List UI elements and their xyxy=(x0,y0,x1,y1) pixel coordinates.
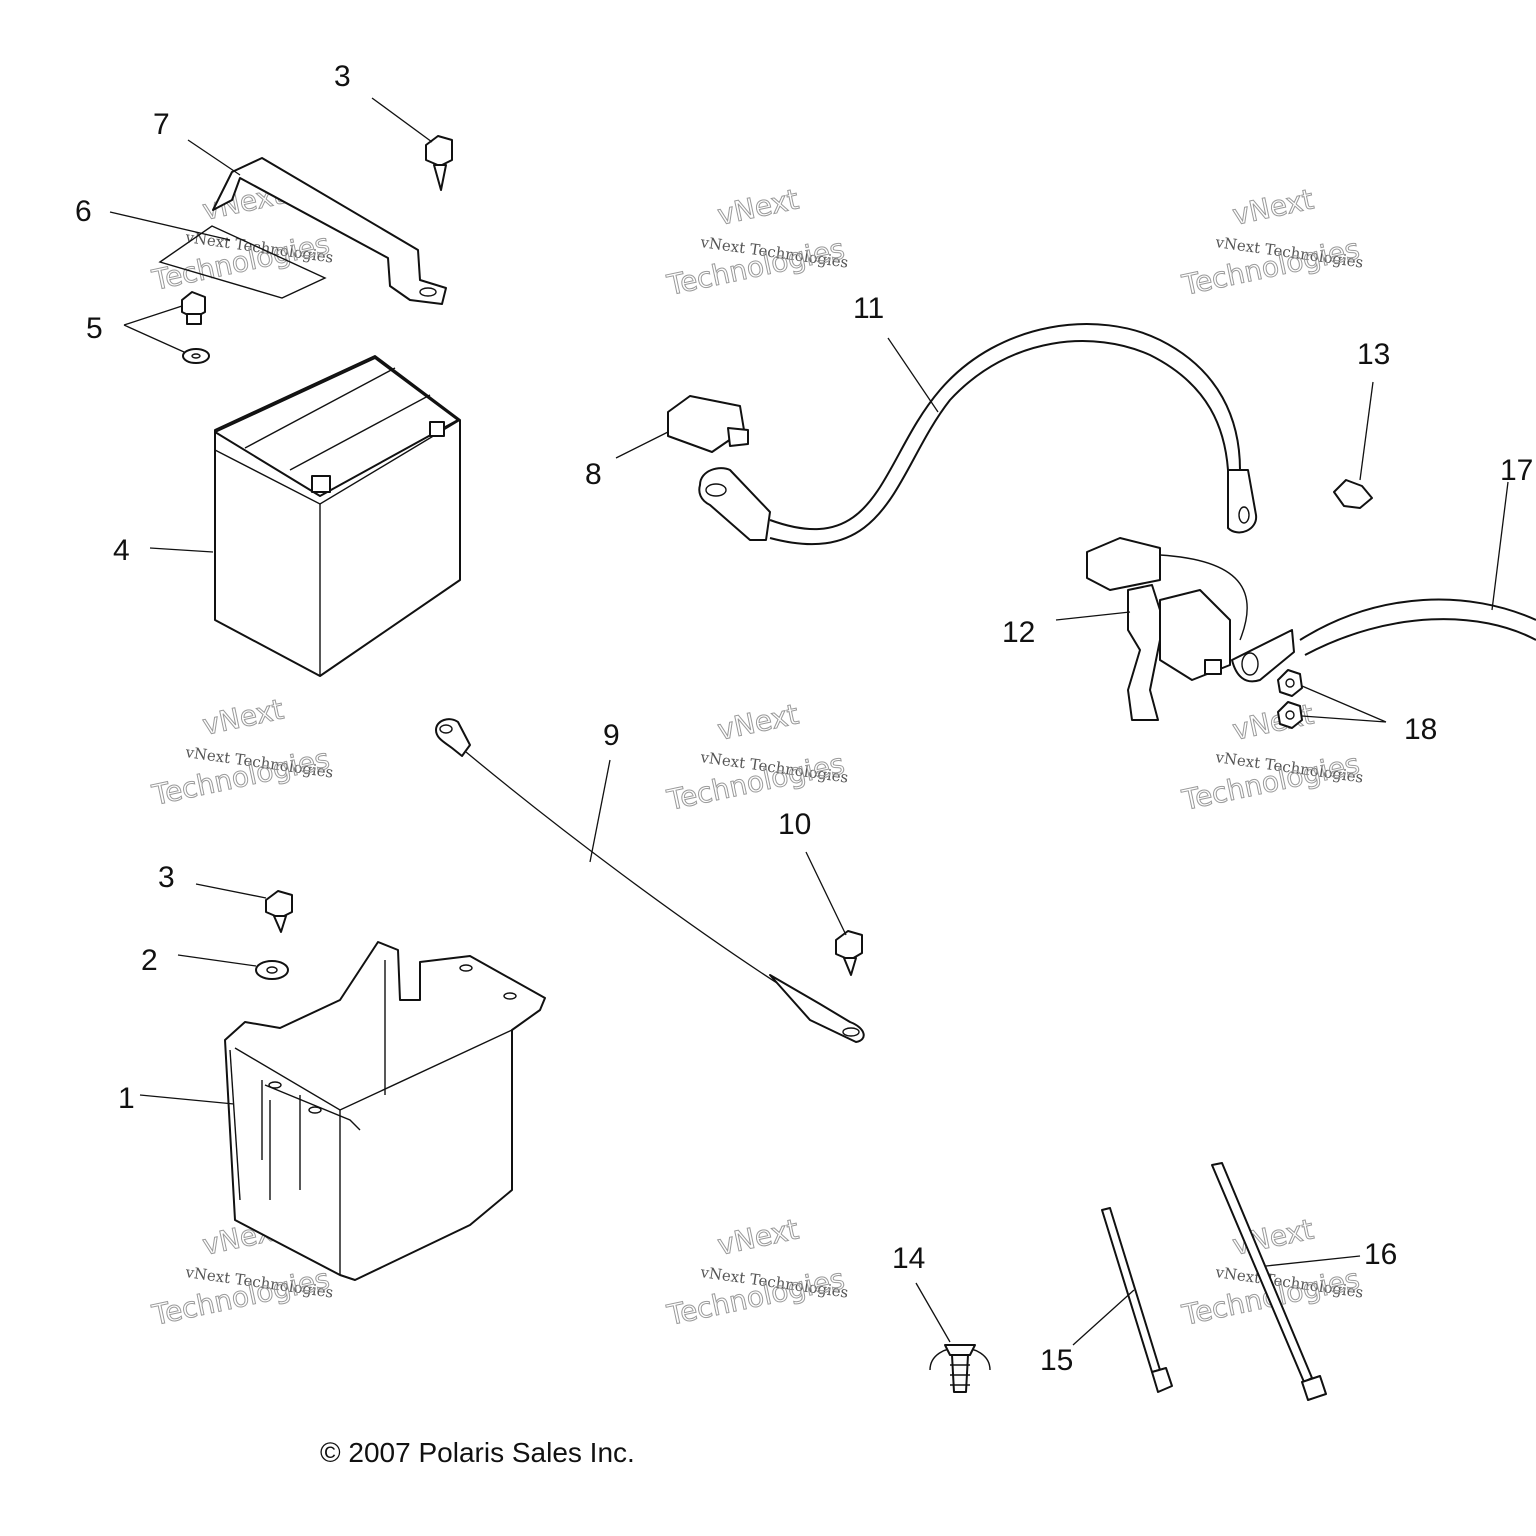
cable-17 xyxy=(1299,598,1536,656)
callout-17: 17 xyxy=(1500,454,1533,487)
callout-8: 8 xyxy=(585,458,602,491)
callout-10: 10 xyxy=(778,808,811,841)
push-rivet xyxy=(929,1344,991,1393)
ground-cable xyxy=(435,718,865,1043)
callout-9: 9 xyxy=(603,719,620,752)
nut-lower xyxy=(1277,701,1303,729)
watermark: vNext vNext Technologies Technologies xyxy=(1178,182,1364,302)
callout-1: 1 xyxy=(118,1082,135,1115)
battery-decal xyxy=(158,225,327,299)
positive-cable xyxy=(698,323,1258,545)
svg-text:vNext: vNext xyxy=(715,183,802,232)
callout-3-top: 3 xyxy=(334,60,351,93)
svg-text:vNext: vNext xyxy=(200,693,287,742)
copyright-notice: © 2007 Polaris Sales Inc. xyxy=(320,1437,635,1468)
callout-7: 7 xyxy=(153,108,170,141)
terminal-cover xyxy=(667,395,749,453)
bolt-and-washer xyxy=(181,291,210,364)
bolt-13 xyxy=(1333,479,1373,509)
callout-13: 13 xyxy=(1357,338,1390,371)
watermark: vNext vNext Technologies Technologies xyxy=(1178,1212,1364,1332)
screw-lower xyxy=(265,890,293,933)
starter-solenoid xyxy=(1086,537,1295,721)
callout-12: 12 xyxy=(1002,616,1035,649)
callout-4: 4 xyxy=(113,534,130,567)
watermark: vNext vNext Technologies Technologies xyxy=(663,1212,849,1332)
nut-upper xyxy=(1277,669,1303,697)
watermark: vNext vNext Technologies Technologies xyxy=(148,692,334,812)
battery-box xyxy=(224,941,546,1281)
callout-2: 2 xyxy=(141,944,158,977)
cable-tie-long xyxy=(1211,1162,1327,1401)
washer xyxy=(255,960,289,980)
watermark: vNext vNext Technologies Technologies xyxy=(663,697,849,817)
callout-6: 6 xyxy=(75,195,92,228)
callout-3-lower: 3 xyxy=(158,861,175,894)
watermark: vNext vNext Technologies Technologies xyxy=(1178,697,1364,817)
leader-lines xyxy=(109,97,1509,1346)
callout-18: 18 xyxy=(1404,713,1437,746)
svg-text:vNext: vNext xyxy=(715,698,802,747)
screw-top xyxy=(425,135,453,191)
screw-10 xyxy=(835,930,863,976)
svg-text:vNext: vNext xyxy=(1230,183,1317,232)
callout-14: 14 xyxy=(892,1242,925,1275)
svg-text:vNext: vNext xyxy=(1230,698,1317,747)
svg-text:vNext: vNext xyxy=(715,1213,802,1262)
cable-tie-short xyxy=(1101,1207,1173,1393)
callout-11: 11 xyxy=(853,292,884,325)
battery xyxy=(214,355,461,677)
battery-hold-down-bracket xyxy=(212,157,447,305)
watermark: vNext vNext Technologies Technologies xyxy=(663,182,849,302)
callout-16: 16 xyxy=(1364,1238,1397,1271)
callout-5: 5 xyxy=(86,312,103,345)
callout-15: 15 xyxy=(1040,1344,1073,1377)
